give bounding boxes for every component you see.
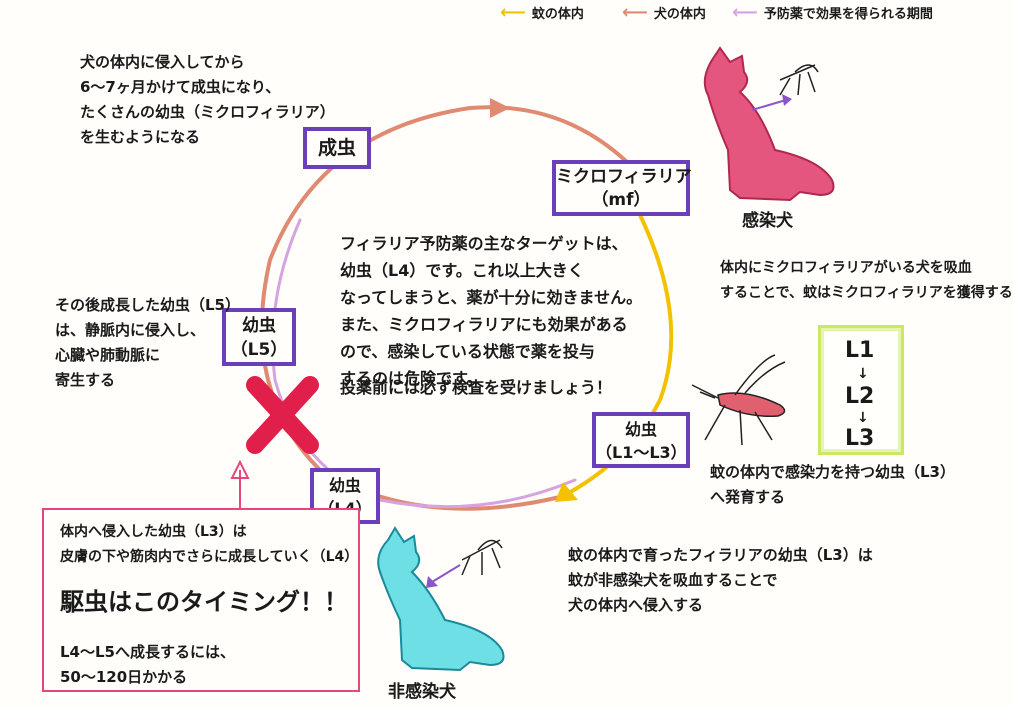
down-arrow-icon: ↓ (857, 366, 869, 382)
mosquito-small-top-icon (779, 64, 819, 96)
callout-headline: 駆虫はこのタイミング！！ (60, 588, 348, 616)
l5-note: その後成長した幼虫（L5） は、静脈内に侵入し、 心臓や肺動脈に 寄生する (55, 296, 240, 389)
arrow-left-icon: ⟵ (500, 1, 526, 23)
stage-microfilaria: ミクロフィラリア （mf） (552, 160, 692, 216)
infected-dog-illustration (703, 46, 835, 202)
mosquito-small-bottom-icon (461, 539, 503, 576)
infected-dog-label: 感染犬 (742, 211, 793, 231)
legend-dog: ⟵ 犬の体内 (622, 3, 706, 22)
stage-adult: 成虫 (303, 127, 371, 169)
larva-stage-l3: L3 (845, 426, 875, 451)
mosquito-acquire-note: 体内にミクロフィラリアがいる犬を吸血 することで、蚊はミクロフィラリアを獲得する (720, 260, 1013, 301)
center-warning: 投薬前には必ず検査を受けましょう！ (340, 378, 613, 397)
stage-larva-l5: 幼虫 （L5） (222, 308, 296, 366)
stage-larva-l1-l3: 幼虫 （L1～L3） (592, 412, 690, 468)
legend-label: 予防薬で効果を得られる期間 (763, 7, 933, 22)
mosquito-transmit-note: 蚊の体内で育ったフィラリアの幼虫（L3）は 蚊が非感染犬を吸血することで 犬の体… (568, 546, 873, 614)
center-note: フィラリア予防薬の主なターゲットは、 幼虫（L4）です。これ以上大きく なってし… (340, 234, 643, 388)
larva-stage-l1: L1 (845, 338, 875, 363)
callout-line1: 体内へ侵入した幼虫（L3）は 皮膚の下や筋肉内でさらに成長していく（L4） (60, 524, 359, 565)
legend-preventive: ⟵ 予防薬で効果を得られる期間 (732, 3, 933, 22)
mosquito-large-icon (691, 354, 786, 446)
uninfected-dog-illustration (377, 526, 505, 672)
adult-note: 犬の体内に侵入してから 6～7ヶ月かけて成虫になり、 たくさんの幼虫（ミクロフィ… (80, 53, 335, 146)
arrow-head-top (490, 98, 510, 118)
arrow-left-icon: ⟵ (732, 1, 758, 23)
legend-mosquito: ⟵ 蚊の体内 (500, 3, 584, 22)
red-x-mark (246, 376, 319, 454)
arrow-left-icon: ⟵ (622, 1, 648, 23)
callout-arrow-head (230, 459, 250, 479)
larva-stage-l2: L2 (845, 384, 875, 409)
uninfected-dog-label: 非感染犬 (388, 682, 456, 702)
mosquito-develop-note: 蚊の体内で感染力を持つ幼虫（L3） へ発育する (710, 463, 955, 506)
dog-body-arc (259, 105, 642, 511)
callout-line2: L4～L5へ成長するには、 50～120日かかる (60, 643, 235, 686)
preventive-arc (271, 218, 577, 509)
legend-label: 蚊の体内 (531, 7, 584, 22)
legend-label: 犬の体内 (653, 7, 706, 22)
larva-progression-panel: L1 ↓ L2 ↓ L3 (818, 325, 904, 455)
arrow-head-yellow (555, 482, 578, 502)
deworming-callout: 体内へ侵入した幼虫（L3）は 皮膚の下や筋肉内でさらに成長していく（L4） 駆虫… (42, 508, 360, 692)
down-arrow-icon: ↓ (857, 410, 869, 426)
